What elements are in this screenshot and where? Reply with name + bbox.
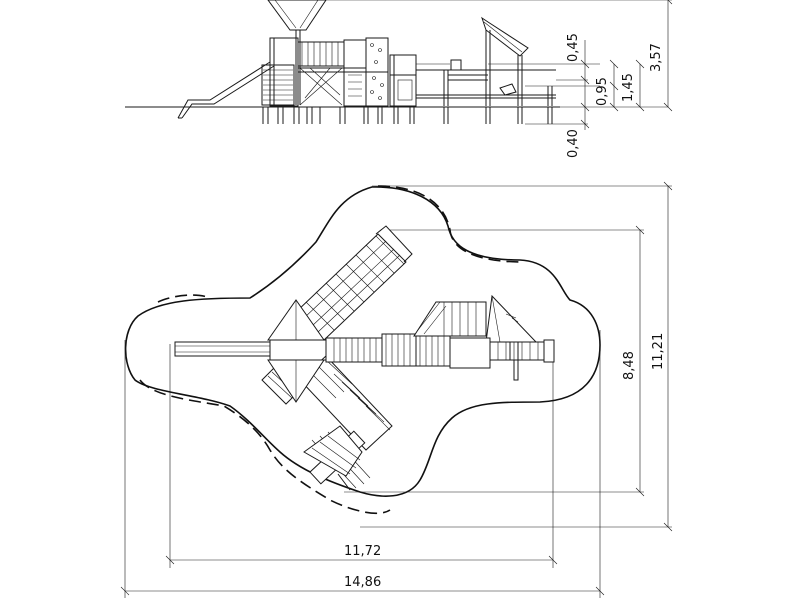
plan-central-walkway	[325, 333, 451, 367]
roofed-hut	[481, 16, 553, 106]
dim-platform-height: 0,95	[595, 77, 610, 106]
dim-inner-width: 11,72	[344, 544, 381, 559]
plan-lower-ramp	[299, 355, 393, 491]
dim-outer-depth: 11,21	[651, 333, 666, 370]
plan-slide	[174, 341, 271, 357]
dim-inner-depth: 8,48	[622, 351, 637, 380]
plan-left-towers	[267, 299, 327, 403]
dim-foundation-depth: 0,40	[566, 129, 581, 158]
plan-view: 11,72 14,86 8,48 11,21	[120, 181, 673, 598]
dim-deck-height: 1,45	[621, 73, 636, 102]
plan-right-platform	[449, 337, 555, 381]
plan-upper-right-ramp	[413, 301, 487, 337]
elevation-view: 0,45 0,95 1,45 3,57 0,40	[125, 0, 673, 158]
slide	[177, 61, 275, 119]
tower-roof	[267, 0, 327, 105]
dim-total-height: 3,57	[649, 43, 664, 72]
plan-upper-ramp	[295, 225, 413, 341]
plan-right-tower	[485, 294, 538, 343]
dim-roof-clearance: 0,45	[566, 33, 581, 62]
dim-outer-width: 14,86	[344, 575, 381, 590]
climbing-wall	[343, 37, 389, 107]
elevation-dimension-lines	[306, 0, 673, 130]
plan-extension-lines	[120, 181, 673, 598]
foundation-posts	[262, 107, 553, 124]
tower-body	[261, 37, 299, 107]
net-bridge	[297, 41, 366, 106]
platform-block	[389, 54, 417, 107]
safety-zone-outline	[124, 186, 601, 497]
